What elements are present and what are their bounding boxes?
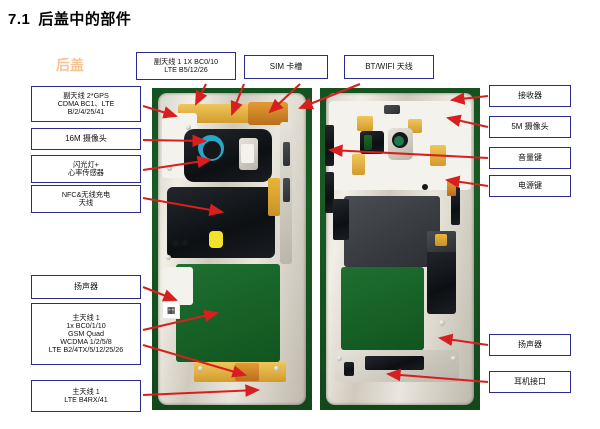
callout-front-camera[interactable]: 5M 摄像头 <box>489 116 571 138</box>
callout-speaker-right[interactable]: 扬声器 <box>489 334 571 356</box>
callout-main-antenna-1-multi[interactable]: 主天线 1 1x BC0/1/10 GSM Quad WCDMA 1/2/5/8… <box>31 303 141 365</box>
callout-headphone-jack[interactable]: 耳机接口 <box>489 371 571 393</box>
section-title: 后盖中的部件 <box>38 11 132 28</box>
callout-receiver[interactable]: 接收器 <box>489 85 571 107</box>
callout-aux-antenna-1[interactable]: 副天线 1 1X BC0/10 LTE B5/12/26 <box>136 52 236 80</box>
callout-bt-wifi-antenna[interactable]: BT/WIFI 天线 <box>344 55 434 79</box>
callout-main-antenna-1-lte[interactable]: 主天线 1 LTE B4RX/41 <box>31 380 141 412</box>
rear-cover-watermark: 后盖 <box>56 57 84 73</box>
front-housing-assembly-photo <box>320 88 480 410</box>
callout-speaker-left[interactable]: 扬声器 <box>31 275 141 299</box>
callout-nfc-wireless-charge-antenna[interactable]: NFC&无线充电 天线 <box>31 185 141 213</box>
callout-aux-antenna-2-gps[interactable]: 副天线 2*GPS CDMA BC1、LTE B/2/4/25/41 <box>31 86 141 122</box>
callout-main-camera[interactable]: 16M 摄像头 <box>31 128 141 150</box>
section-number: 7.1 <box>8 11 31 28</box>
rear-cover-assembly-photo: ▦ <box>152 88 312 410</box>
callout-flash-heart-rate[interactable]: 闪光灯+ 心率传感器 <box>31 155 141 183</box>
callout-sim-card-slot[interactable]: SIM 卡槽 <box>244 55 328 79</box>
callout-volume-key[interactable]: 音量键 <box>489 147 571 169</box>
callout-power-key[interactable]: 电源键 <box>489 175 571 197</box>
page-title: 7.1 后盖中的部件 <box>8 8 131 29</box>
grid-glyph-icon: ▦ <box>162 301 180 319</box>
